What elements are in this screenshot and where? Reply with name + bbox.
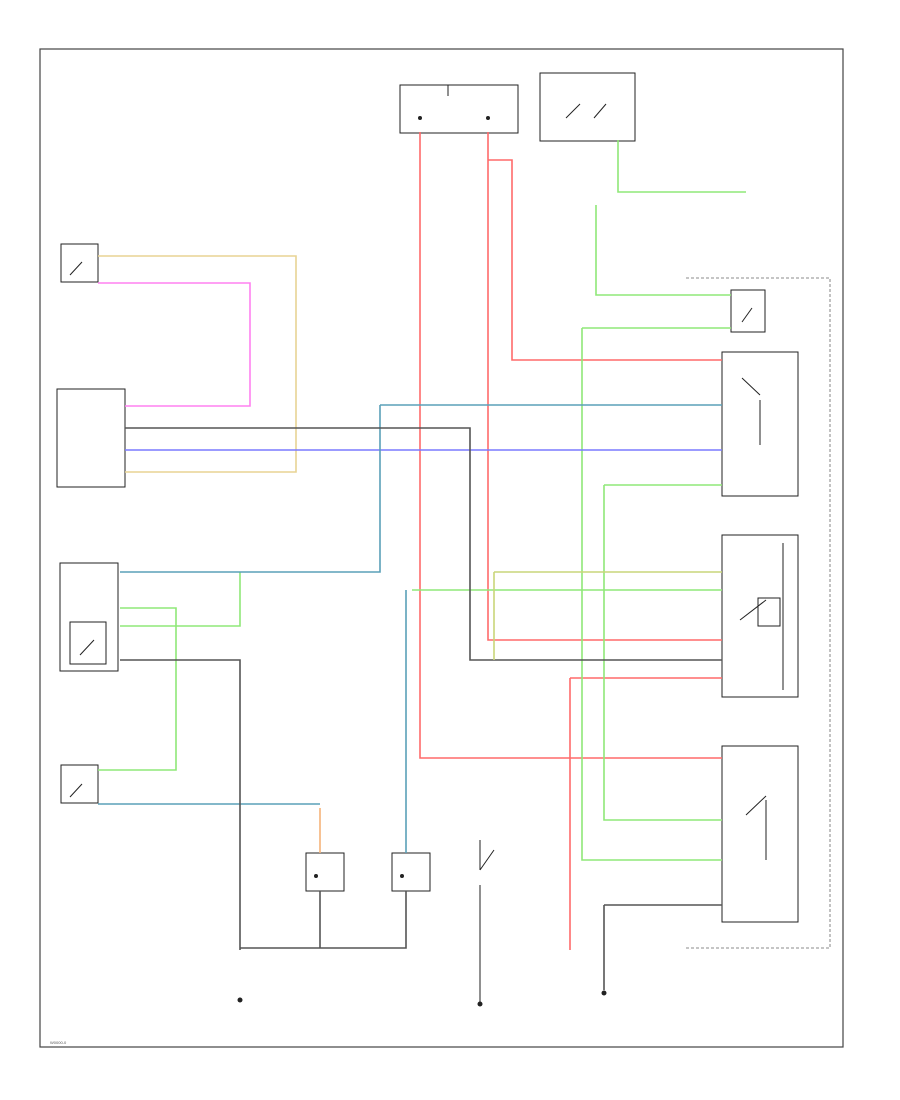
ground-right (601, 990, 607, 996)
switch-lower-left (60, 764, 99, 804)
switch-block-right-3 (721, 745, 799, 923)
switch-block-right-1 (721, 351, 799, 497)
wires-pink (98, 282, 251, 407)
figure-id: W0000-0 (50, 1040, 67, 1045)
module-outline-right (686, 277, 831, 949)
switch-upper-left (60, 243, 99, 283)
ground-center (477, 1001, 483, 1007)
relay-right-small (730, 289, 766, 333)
fuse-panel-top (399, 84, 519, 134)
relay-bottom-a (305, 852, 345, 892)
connector-block-left (56, 388, 126, 488)
wires-blue (98, 404, 722, 853)
switch-box-top-right (539, 72, 636, 142)
switch-block-right-2 (721, 534, 799, 698)
ground-left (237, 997, 243, 1003)
diagram-frame (39, 48, 844, 1048)
wires-gray (120, 427, 722, 990)
relay-bottom-b (391, 852, 431, 892)
ground-points (237, 990, 607, 1007)
wires-green (98, 140, 746, 861)
relay-box-left (59, 562, 119, 672)
wires-red (419, 132, 722, 950)
switch-bottom-center (479, 840, 495, 1002)
wires-tan (98, 255, 297, 473)
